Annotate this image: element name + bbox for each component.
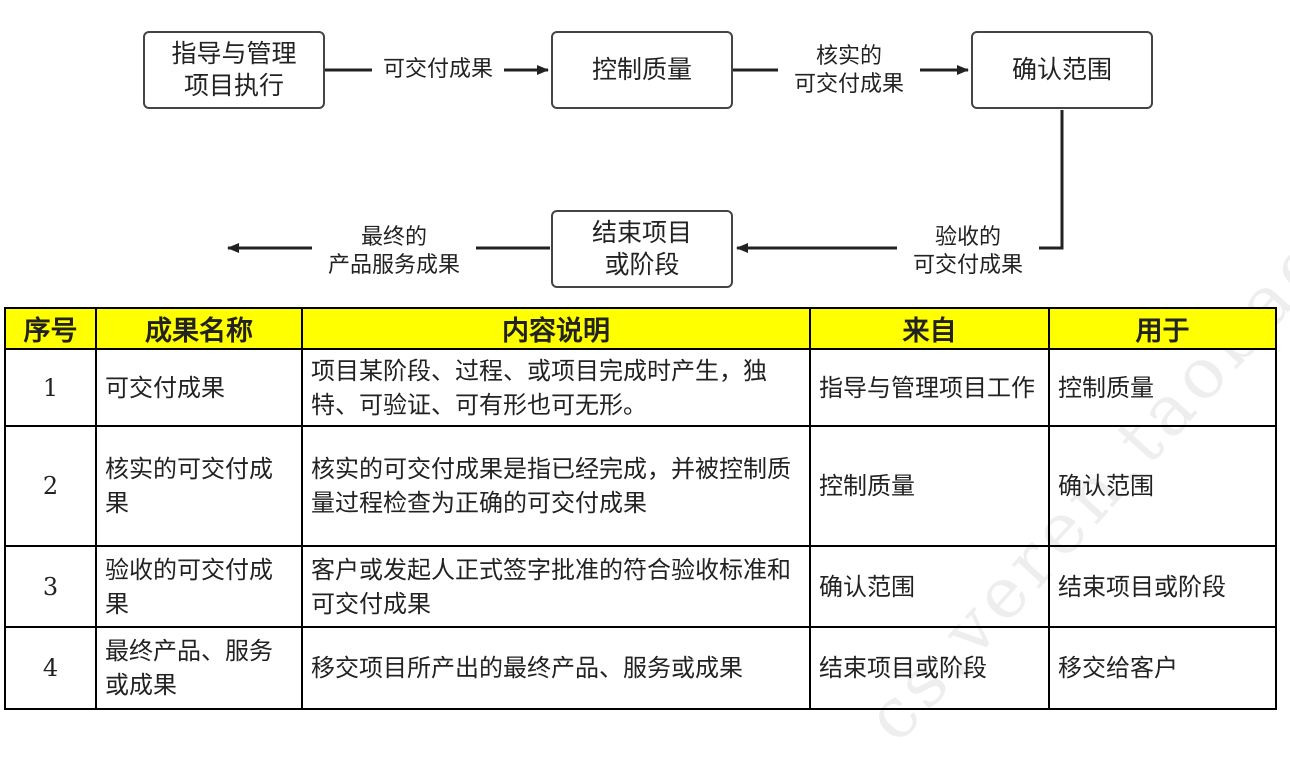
header-to: 用于 <box>1048 307 1277 350</box>
node-close-project: 结束项目 或阶段 <box>551 210 733 288</box>
header-desc: 内容说明 <box>301 307 811 350</box>
cell-from: 确认范围 <box>809 545 1050 628</box>
node-control-quality-label: 控制质量 <box>591 55 692 84</box>
header-from: 来自 <box>809 307 1050 350</box>
node-validate-scope-label: 确认范围 <box>1011 55 1112 84</box>
cell-desc: 移交项目所产出的最终产品、服务或成果 <box>301 626 811 710</box>
cell-no: 3 <box>4 545 97 628</box>
cell-to: 结束项目或阶段 <box>1048 545 1277 628</box>
node-control-quality: 控制质量 <box>551 31 733 109</box>
edge-label-accepted-deliverables: 验收的 可交付成果 <box>897 224 1039 280</box>
cell-to: 控制质量 <box>1048 348 1277 427</box>
cell-desc: 客户或发起人正式签字批准的符合验收标准和可交付成果 <box>301 545 811 628</box>
cell-name: 可交付成果 <box>95 348 303 427</box>
node-validate-scope: 确认范围 <box>971 31 1153 109</box>
edge-label-final-output: 最终的 产品服务成果 <box>312 224 476 280</box>
cell-desc: 项目某阶段、过程、或项目完成时产生，独特、可验证、可有形也可无形。 <box>301 348 811 427</box>
edge-label-verified-deliverables: 核实的 可交付成果 <box>778 43 920 99</box>
node-close-project-label: 结束项目 或阶段 <box>591 218 692 279</box>
table-row: 1 可交付成果 项目某阶段、过程、或项目完成时产生，独特、可验证、可有形也可无形… <box>4 348 1277 427</box>
cell-to: 移交给客户 <box>1048 626 1277 710</box>
node-direct-manage: 指导与管理 项目执行 <box>143 31 325 109</box>
cell-desc: 核实的可交付成果是指已经完成，并被控制质量过程检查为正确的可交付成果 <box>301 425 811 547</box>
cell-name: 验收的可交付成果 <box>95 545 303 628</box>
cell-no: 1 <box>4 348 97 427</box>
cell-from: 指导与管理项目工作 <box>809 348 1050 427</box>
results-table: 序号 成果名称 内容说明 来自 用于 1 可交付成果 项目某阶段、过程、或项目完… <box>4 307 1277 710</box>
node-direct-manage-label: 指导与管理 项目执行 <box>171 39 297 100</box>
cell-no: 4 <box>4 626 97 710</box>
cell-from: 结束项目或阶段 <box>809 626 1050 710</box>
process-flow-diagram: 指导与管理 项目执行 控制质量 确认范围 结束项目 或阶段 可交付成果 核实的 … <box>0 0 1290 300</box>
cell-to: 确认范围 <box>1048 425 1277 547</box>
edge-label-deliverables: 可交付成果 <box>372 56 504 84</box>
cell-from: 控制质量 <box>809 425 1050 547</box>
table-row: 3 验收的可交付成果 客户或发起人正式签字批准的符合验收标准和可交付成果 确认范… <box>4 545 1277 628</box>
cell-no: 2 <box>4 425 97 547</box>
arrow-validate-to-close <box>736 110 1064 253</box>
cell-name: 核实的可交付成果 <box>95 425 303 547</box>
header-name: 成果名称 <box>95 307 303 350</box>
cell-name: 最终产品、服务或成果 <box>95 626 303 710</box>
table-row: 2 核实的可交付成果 核实的可交付成果是指已经完成，并被控制质量过程检查为正确的… <box>4 425 1277 547</box>
table-row: 4 最终产品、服务或成果 移交项目所产出的最终产品、服务或成果 结束项目或阶段 … <box>4 626 1277 710</box>
table-header-row: 序号 成果名称 内容说明 来自 用于 <box>4 307 1277 350</box>
header-no: 序号 <box>4 307 97 350</box>
